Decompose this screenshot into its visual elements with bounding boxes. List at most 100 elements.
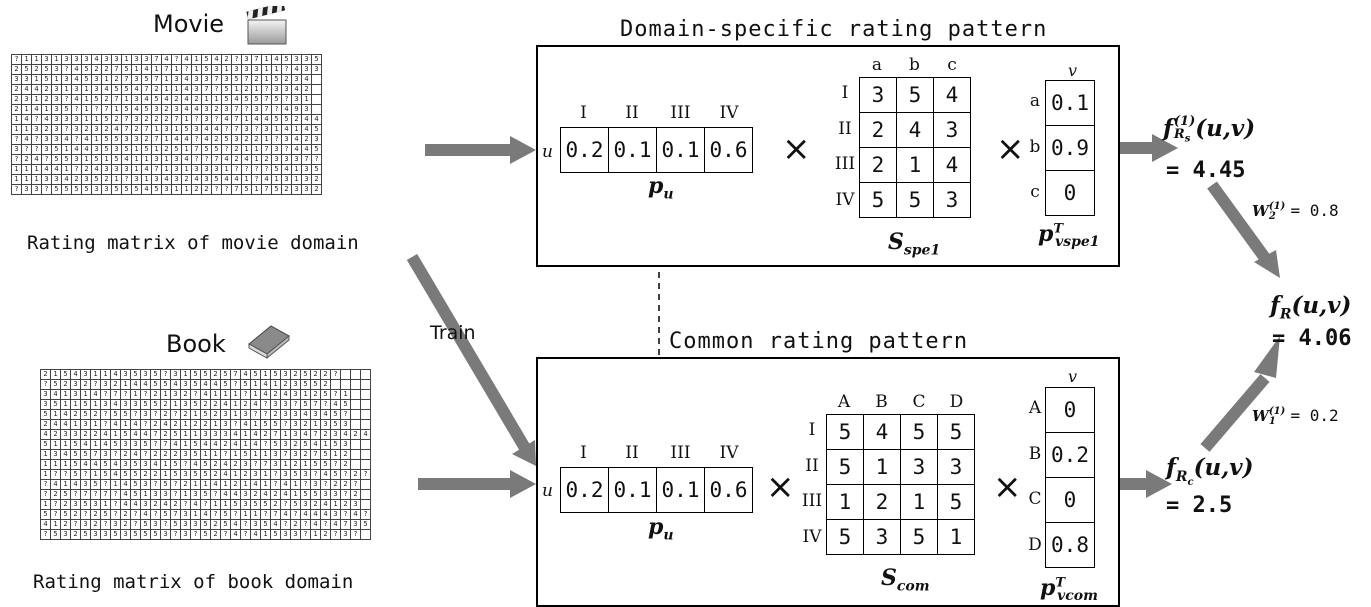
common-times-2: × [993,467,1022,507]
s-cell: 5 [826,519,864,555]
s-cell: 5 [826,449,864,485]
s-cell: 2 [863,484,901,520]
v-cell: 0.1 [1045,80,1095,126]
common-v-header: v [1068,367,1078,386]
s-cell: 5 [826,414,864,450]
v-row-header: a [1029,91,1041,111]
rating-cell [360,529,371,540]
arrow-fs-to-fr [1207,181,1270,262]
v-row-header: b [1029,136,1041,157]
fc-value: = 2.5 [1166,493,1233,518]
s-cell: 5 [859,182,897,218]
s-row-header: I [841,83,849,103]
s-row-header: III [801,491,823,511]
s-cell: 2 [859,112,897,148]
specific-u-label: u [542,142,553,162]
s-cell: 4 [896,112,934,148]
pu-cell: 0.1 [656,467,705,513]
s-col-header: b [909,55,920,75]
arrowhead-train [512,440,536,466]
fs-formula: f(1)Rs(u,v) [1163,114,1256,145]
specific-v-label: pTvspe1 [1038,221,1100,251]
s-cell: 1 [826,484,864,520]
pu-cell: 0.1 [656,127,705,173]
book-matrix-caption: Rating matrix of book domain [33,571,354,593]
common-pu-label: pu [648,514,674,544]
s-cell: 1 [900,484,938,520]
pu-cell: 0.2 [560,467,609,513]
v-cell: 0.8 [1045,522,1095,568]
s-col-header: a [871,55,883,75]
specific-pu-label: pu [648,173,674,203]
fr-formula: fR(u,v) [1270,292,1352,323]
s-col-header: c [947,55,957,75]
arrowhead-specific-out [1152,134,1178,162]
s-col-header: B [875,392,888,412]
v-cell: 0.2 [1045,432,1095,478]
s-cell: 3 [859,77,897,113]
pu-cell: 0.1 [608,127,657,173]
arrow-fc-to-fr [1200,374,1270,452]
arrowhead-book [510,470,536,498]
clapperboard-icon [246,2,288,46]
v-row-header: C [1028,489,1042,509]
s-cell: 5 [896,77,934,113]
s-col-header: C [912,392,926,412]
common-times-1: × [766,467,795,507]
pu-header: III [670,443,691,463]
pu-cell: 0.2 [560,127,609,173]
s-col-header: D [949,392,964,412]
s-cell: 1 [937,519,975,555]
specific-times-1: × [782,129,811,169]
v-row-header: A [1028,398,1042,418]
s-row-header: I [808,420,816,440]
s-cell: 1 [863,449,901,485]
s-cell: 5 [896,182,934,218]
common-v-label: pTvcom [1040,575,1098,605]
arrowhead-movie [510,136,536,164]
pu-header: IV [719,443,739,463]
s-row-header: II [805,455,819,476]
s-cell: 5 [900,414,938,450]
s-row-header: IV [802,526,822,547]
s-cell: 3 [933,182,971,218]
arrow-train [406,253,531,452]
book-label: Book [166,330,226,358]
s-cell: 3 [863,519,901,555]
s-cell: 4 [933,147,971,183]
s-row-header: IV [835,189,855,210]
arrowhead-common-out [1146,470,1172,498]
v-row-header: D [1028,534,1042,555]
movie-label: Movie [153,10,225,38]
w2-label: W(1)2 = 0.8 [1252,201,1339,222]
specific-times-2: × [996,129,1025,169]
w1-label: W(1)1 = 0.2 [1252,406,1339,427]
s-col-header: A [837,392,851,412]
specific-title: Domain-specific rating pattern [620,17,1048,42]
train-label: Train [430,322,476,344]
pu-header: IV [719,103,739,123]
pu-cell: 0.6 [704,467,753,513]
rating-cell: 2 [311,184,322,195]
v-row-header: c [1030,182,1040,202]
pu-cell: 0.1 [608,467,657,513]
s-row-header: III [834,154,856,174]
s-cell: 3 [900,449,938,485]
common-u-label: u [542,481,553,501]
s-cell: 2 [859,147,897,183]
common-title: Common rating pattern [669,329,969,354]
movie-matrix-caption: Rating matrix of movie domain [27,232,359,254]
s-cell: 1 [896,147,934,183]
s-cell: 5 [937,414,975,450]
v-cell: 0 [1045,477,1095,523]
arrowhead-fs [1254,250,1280,278]
